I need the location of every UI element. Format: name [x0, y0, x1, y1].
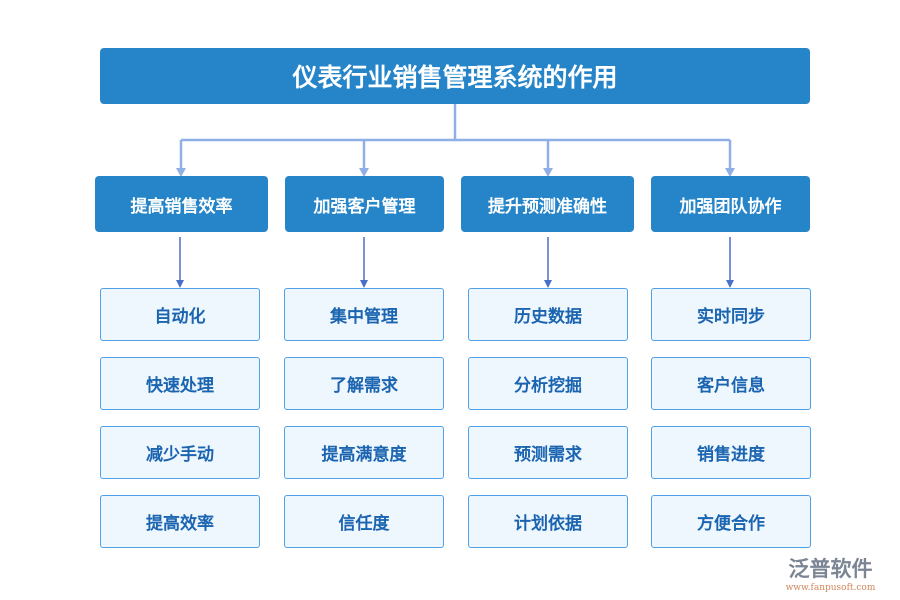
leaf-box: 信任度 [284, 495, 444, 548]
leaf-box: 自动化 [100, 288, 260, 341]
leaf-box: 实时同步 [651, 288, 811, 341]
leaf-box: 销售进度 [651, 426, 811, 479]
leaf-box: 减少手动 [100, 426, 260, 479]
leaf-box: 计划依据 [468, 495, 628, 548]
leaf-box: 客户信息 [651, 357, 811, 410]
category-box: 加强团队协作 [651, 176, 810, 232]
category-box: 加强客户管理 [285, 176, 444, 232]
leaf-box: 方便合作 [651, 495, 811, 548]
diagram-title: 仪表行业销售管理系统的作用 [100, 48, 810, 104]
leaf-box: 了解需求 [284, 357, 444, 410]
leaf-box: 提高满意度 [284, 426, 444, 479]
watermark-logo: 泛普软件 www.fanpusoft.com [768, 550, 893, 595]
category-box: 提高销售效率 [95, 176, 268, 232]
logo-url: www.fanpusoft.com [785, 582, 876, 593]
category-box: 提升预测准确性 [461, 176, 634, 232]
leaf-box: 提高效率 [100, 495, 260, 548]
leaf-box: 分析挖掘 [468, 357, 628, 410]
leaf-box: 历史数据 [468, 288, 628, 341]
leaf-box: 集中管理 [284, 288, 444, 341]
leaf-box: 快速处理 [100, 357, 260, 410]
leaf-box: 预测需求 [468, 426, 628, 479]
logo-name: 泛普软件 [788, 556, 873, 581]
